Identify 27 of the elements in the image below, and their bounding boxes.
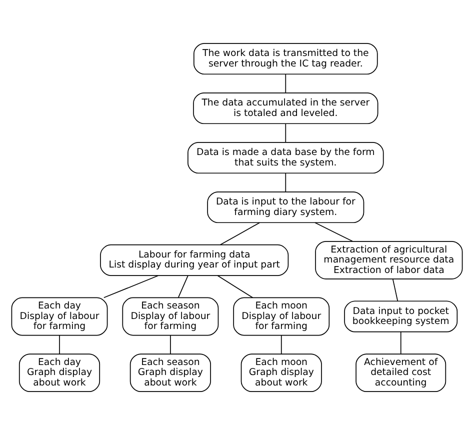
connector (104, 275, 159, 298)
connector (285, 74, 286, 94)
node-box: Each day Display of labour for farming (11, 297, 108, 336)
connector (280, 335, 282, 354)
node-box: Each season Graph display about work (130, 354, 211, 392)
connector (392, 278, 398, 302)
connector (314, 222, 353, 242)
node-box: Each moon Graph display about work (240, 354, 322, 392)
node-box: Data is input to the labour for farming diary system. (207, 191, 364, 224)
node-box: Data is made a data base by the form that suits the system. (188, 142, 384, 174)
node-box: Achievement of detailed cost accounting (356, 354, 446, 392)
node-box: Labour for farming data List display during year of input part (100, 244, 289, 276)
node-box: Each day Graph display about work (18, 354, 100, 392)
connector (217, 275, 254, 298)
node-box: The data accumulated in the server is totaled and leveled. (193, 92, 378, 124)
node-box: Each season Display of labour for farming (122, 297, 219, 336)
connector (59, 335, 60, 354)
connector (178, 275, 188, 298)
connector (400, 332, 402, 354)
connector (220, 222, 260, 246)
connector (285, 123, 286, 143)
node-box: Data input to pocket bookkeeping system (344, 300, 458, 332)
node-box: Each moon Display of labour for farming (233, 297, 330, 336)
connector (170, 335, 171, 354)
node-box: The work data is transmitted to the server through the IC tag reader. (193, 42, 378, 75)
node-box: Extraction of agricultural management resource data Extraction of labor data (315, 240, 463, 280)
connector (285, 172, 286, 192)
